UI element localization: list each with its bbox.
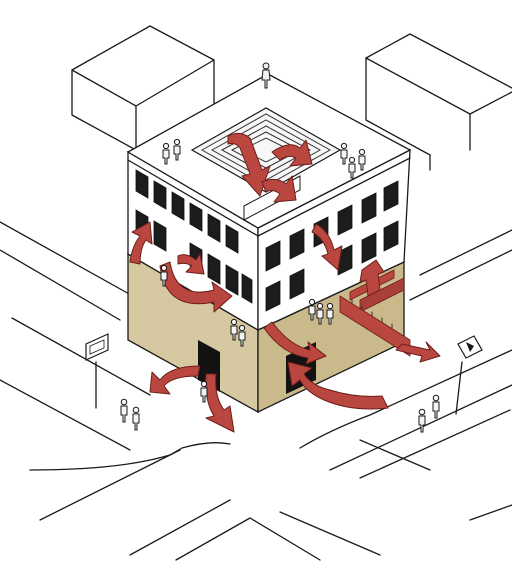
person-icon	[121, 399, 127, 422]
person-icon	[201, 381, 207, 402]
arrow-stairs-down	[396, 342, 440, 362]
arrow-ground-left	[150, 366, 200, 394]
person-icon	[133, 407, 139, 430]
crossing-sign-icon	[456, 336, 482, 414]
street-sign-icon	[86, 334, 108, 408]
person-icon	[433, 395, 439, 418]
